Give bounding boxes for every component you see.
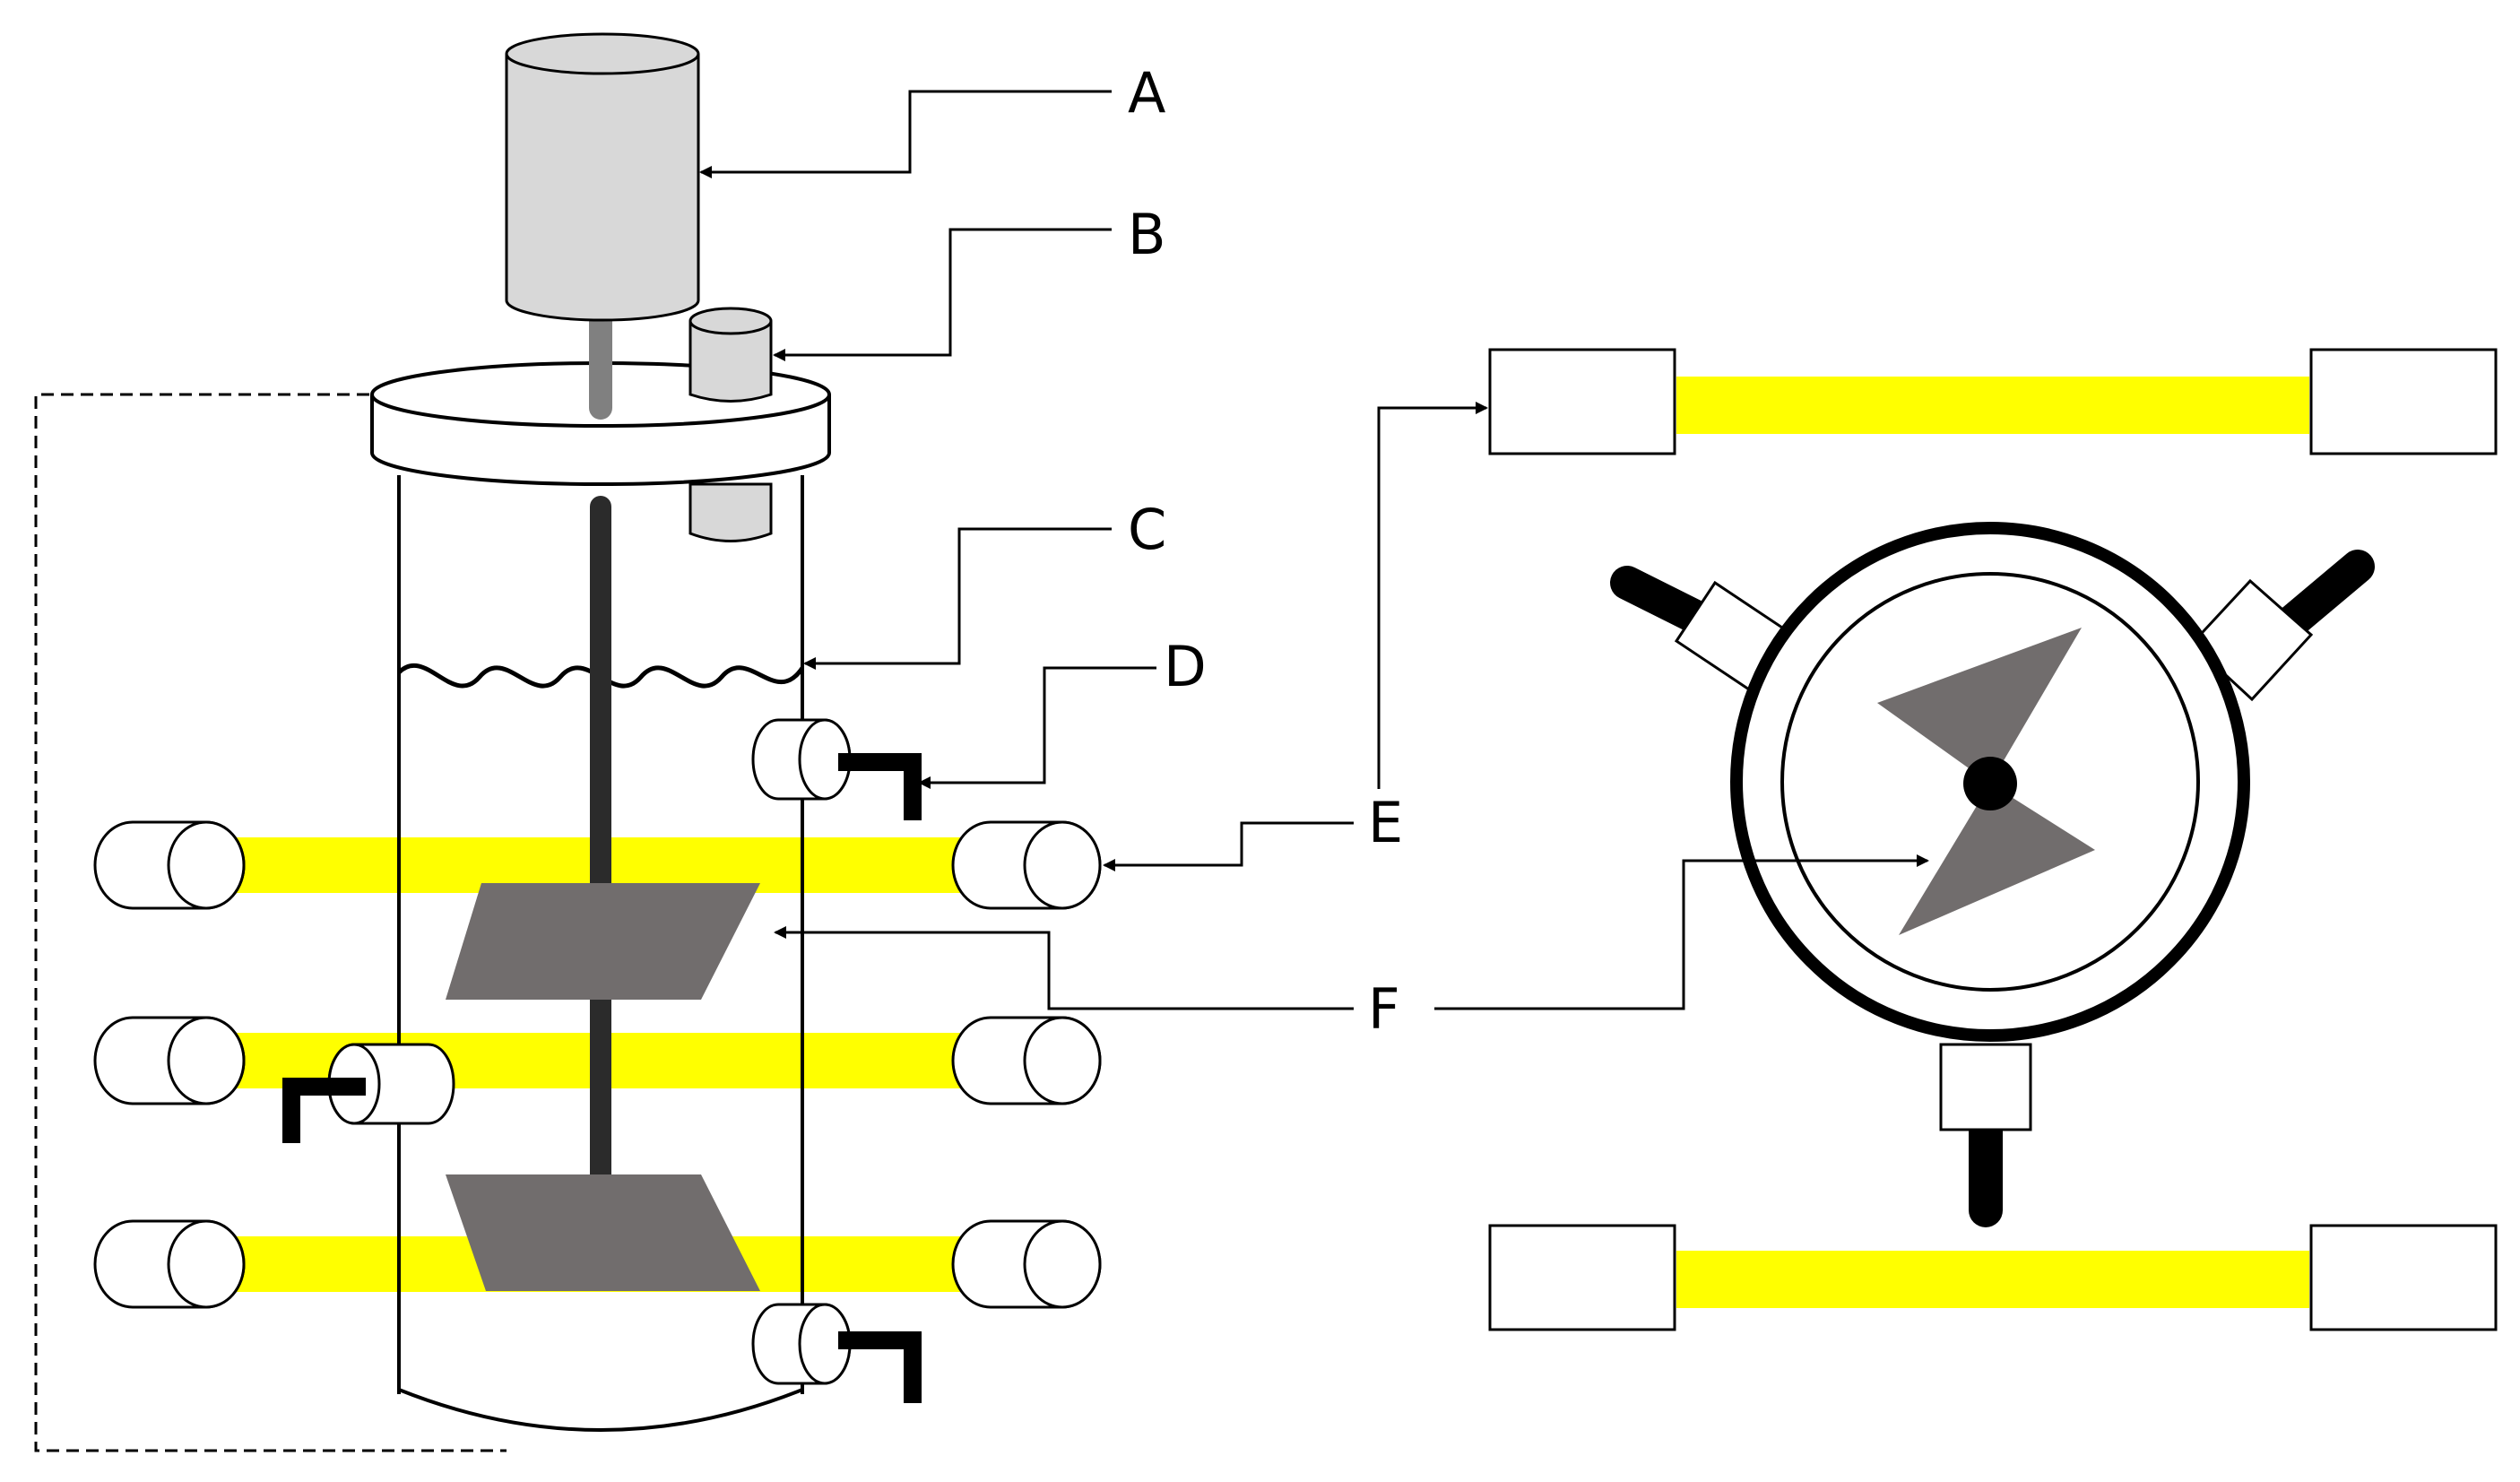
leader-F-left bbox=[774, 926, 1354, 1010]
leader-D bbox=[918, 666, 1156, 789]
impeller-blade-upper bbox=[1877, 628, 2082, 784]
lamp-holder bbox=[2309, 1224, 2498, 1331]
lamp-holder bbox=[1488, 348, 1676, 455]
label-D: D bbox=[1164, 634, 1207, 699]
leader-F-right bbox=[1434, 854, 1929, 1010]
lamp-holder bbox=[2309, 348, 2498, 455]
label-C: C bbox=[1128, 497, 1166, 562]
side-view bbox=[34, 32, 1102, 1452]
impeller-hub bbox=[1963, 757, 2017, 810]
leader-lines bbox=[699, 90, 1929, 1010]
lamp-cap-right bbox=[951, 1016, 1102, 1105]
port-lower-right bbox=[751, 1303, 922, 1403]
label-F: F bbox=[1368, 976, 1400, 1042]
lamp-cap-left bbox=[93, 820, 246, 910]
leader-A bbox=[699, 90, 1112, 178]
label-E: E bbox=[1368, 790, 1403, 855]
impeller-lower bbox=[446, 1174, 760, 1291]
vessel-bottom bbox=[398, 1388, 803, 1432]
lamp-cap-left bbox=[93, 1016, 246, 1105]
impeller-upper bbox=[446, 883, 760, 1000]
leader-E-left bbox=[1103, 821, 1354, 871]
sensor-probe bbox=[688, 307, 773, 542]
port-left bbox=[282, 1043, 455, 1143]
impeller-blade-lower bbox=[1899, 784, 2095, 935]
top-lamp bbox=[1488, 348, 2498, 455]
lamp-cap-right bbox=[951, 820, 1102, 910]
leader-C bbox=[803, 527, 1112, 670]
leader-B bbox=[773, 228, 1112, 361]
lamp-row-1 bbox=[93, 820, 1102, 910]
leader-E-right bbox=[1377, 402, 1488, 789]
dashed-frame bbox=[34, 393, 507, 1452]
vessel-inner-wall bbox=[1780, 572, 2200, 992]
port-upper-right bbox=[751, 718, 922, 820]
top-view bbox=[1488, 348, 2498, 1331]
label-A: A bbox=[1128, 60, 1165, 126]
label-B: B bbox=[1128, 202, 1166, 267]
bottom-lamp bbox=[1488, 1224, 2498, 1331]
lamp-holder bbox=[1488, 1224, 1676, 1331]
top-port-bottom bbox=[1939, 1043, 2032, 1227]
lamp-cap-right bbox=[951, 1219, 1102, 1309]
lamp-cap-left bbox=[93, 1219, 246, 1309]
motor bbox=[505, 32, 700, 322]
